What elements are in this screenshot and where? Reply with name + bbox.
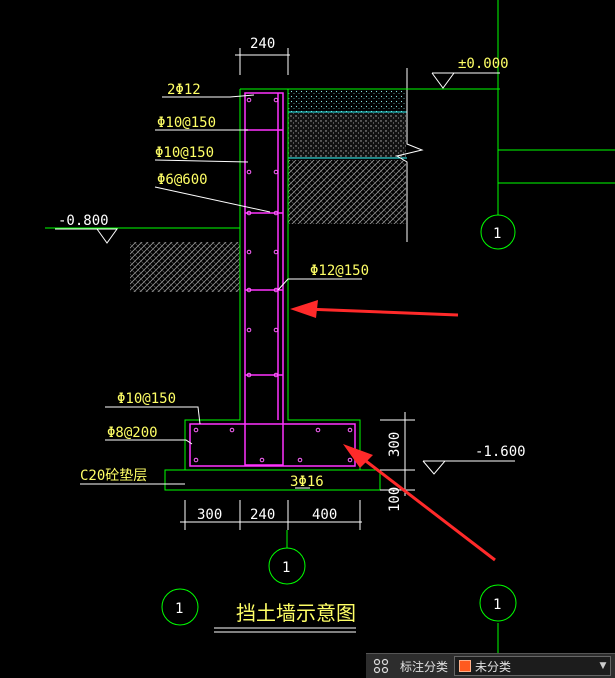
dim-footing-right: 400: [312, 507, 337, 523]
grid-icon[interactable]: [366, 654, 396, 678]
dim-top: [235, 48, 290, 75]
cushion-layer: [164, 469, 381, 491]
dim-bottom: [180, 500, 362, 530]
red-arrow-wall: [290, 300, 459, 318]
elev-bottom-text: -1.600: [475, 444, 526, 460]
drawing-title: 挡土墙示意图: [236, 601, 356, 625]
label-cushion: C20砼垫层: [80, 468, 147, 484]
category-selected-value: 未分类: [475, 659, 512, 674]
axis-circle-3: [161, 588, 199, 626]
axis-circle-4: [479, 584, 517, 622]
elev-left-text: -0.800: [58, 213, 109, 229]
rebar-dots: [193, 97, 353, 463]
elev-marker-ground: [431, 72, 500, 89]
elev-ground-text: ±0.000: [458, 56, 509, 72]
dim-footing-mid: 240: [250, 507, 275, 523]
break-line: [395, 68, 424, 242]
dim-wall-thickness: 240: [250, 36, 275, 52]
wall-rebar-cage: [244, 92, 284, 466]
axis-circle-1: [480, 214, 516, 250]
label-top-rebar: 2Φ12: [167, 82, 201, 98]
dim-right: [380, 412, 415, 496]
label-h1: Φ10@150: [157, 115, 216, 131]
gravel-hatch: [288, 113, 406, 158]
chevron-down-icon[interactable]: ▼: [599, 661, 607, 671]
label-footing-main: 3Φ16: [290, 474, 324, 490]
topsoil-hatch: [288, 90, 406, 112]
axis-label-1: 1: [493, 226, 501, 242]
label-tie: Φ6@600: [157, 172, 208, 188]
status-bar: 标注分类 未分类 ▼: [366, 653, 615, 678]
footing-rebar-cage: [189, 423, 356, 467]
soil-hatch-left: [130, 242, 240, 292]
axis-label-4: 1: [493, 597, 501, 613]
category-color-swatch: [459, 660, 472, 672]
label-footing-bottom: Φ8@200: [107, 425, 158, 441]
axis-label-3: 1: [175, 601, 183, 617]
red-arrow-footing: [343, 444, 496, 562]
axis-label-2: 1: [282, 560, 290, 576]
elev-marker-bottom: [422, 460, 515, 475]
annotation-category-dropdown[interactable]: 未分类 ▼: [454, 656, 611, 676]
label-h2: Φ10@150: [155, 145, 214, 161]
dim-footing-left: 300: [197, 507, 222, 523]
leader-lines: [80, 94, 362, 489]
dim-footing-height: 300: [387, 432, 403, 457]
annotation-category-label: 标注分类: [400, 659, 449, 674]
label-vertical: Φ12@150: [310, 263, 369, 279]
dim-cushion-height: 100: [387, 487, 403, 512]
soil-hatch-right: [288, 160, 406, 224]
label-footing-top: Φ10@150: [117, 391, 176, 407]
elev-marker-left: [55, 228, 118, 244]
